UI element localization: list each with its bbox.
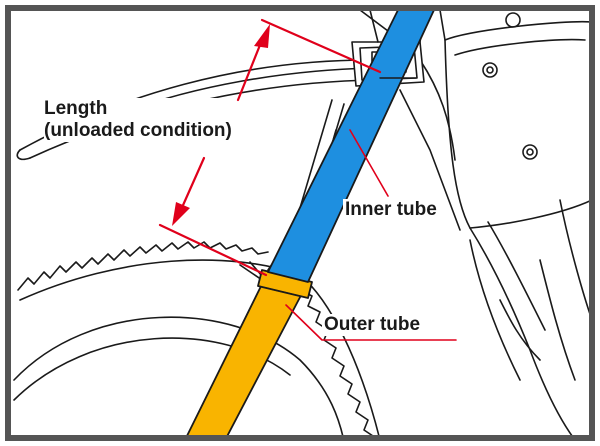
wheel-rim xyxy=(13,316,345,438)
frame-lines xyxy=(359,9,592,381)
length-top-ref-line xyxy=(260,18,382,74)
length-bottom-ref-line xyxy=(158,223,268,277)
inner-tube-label: Inner tube xyxy=(343,199,439,221)
inner-tube-callout xyxy=(349,129,389,197)
outer-tube-label: Outer tube xyxy=(322,314,423,336)
number-plate xyxy=(444,12,592,438)
length-callout xyxy=(158,18,382,277)
arrow-head-down-icon xyxy=(172,202,190,226)
frame-border xyxy=(5,5,595,441)
inner-tube xyxy=(267,9,435,283)
length-arrow-upper-shaft xyxy=(236,38,264,102)
length-arrow-lower-shaft xyxy=(178,156,206,214)
length-label: Length (unloaded condition) xyxy=(44,98,232,142)
outer-tube xyxy=(184,269,313,438)
length-label-line1: Length xyxy=(44,98,232,120)
arrow-head-up-icon xyxy=(254,24,270,48)
outer-tube-callout xyxy=(285,304,457,341)
length-label-line2: (unloaded condition) xyxy=(44,119,232,142)
